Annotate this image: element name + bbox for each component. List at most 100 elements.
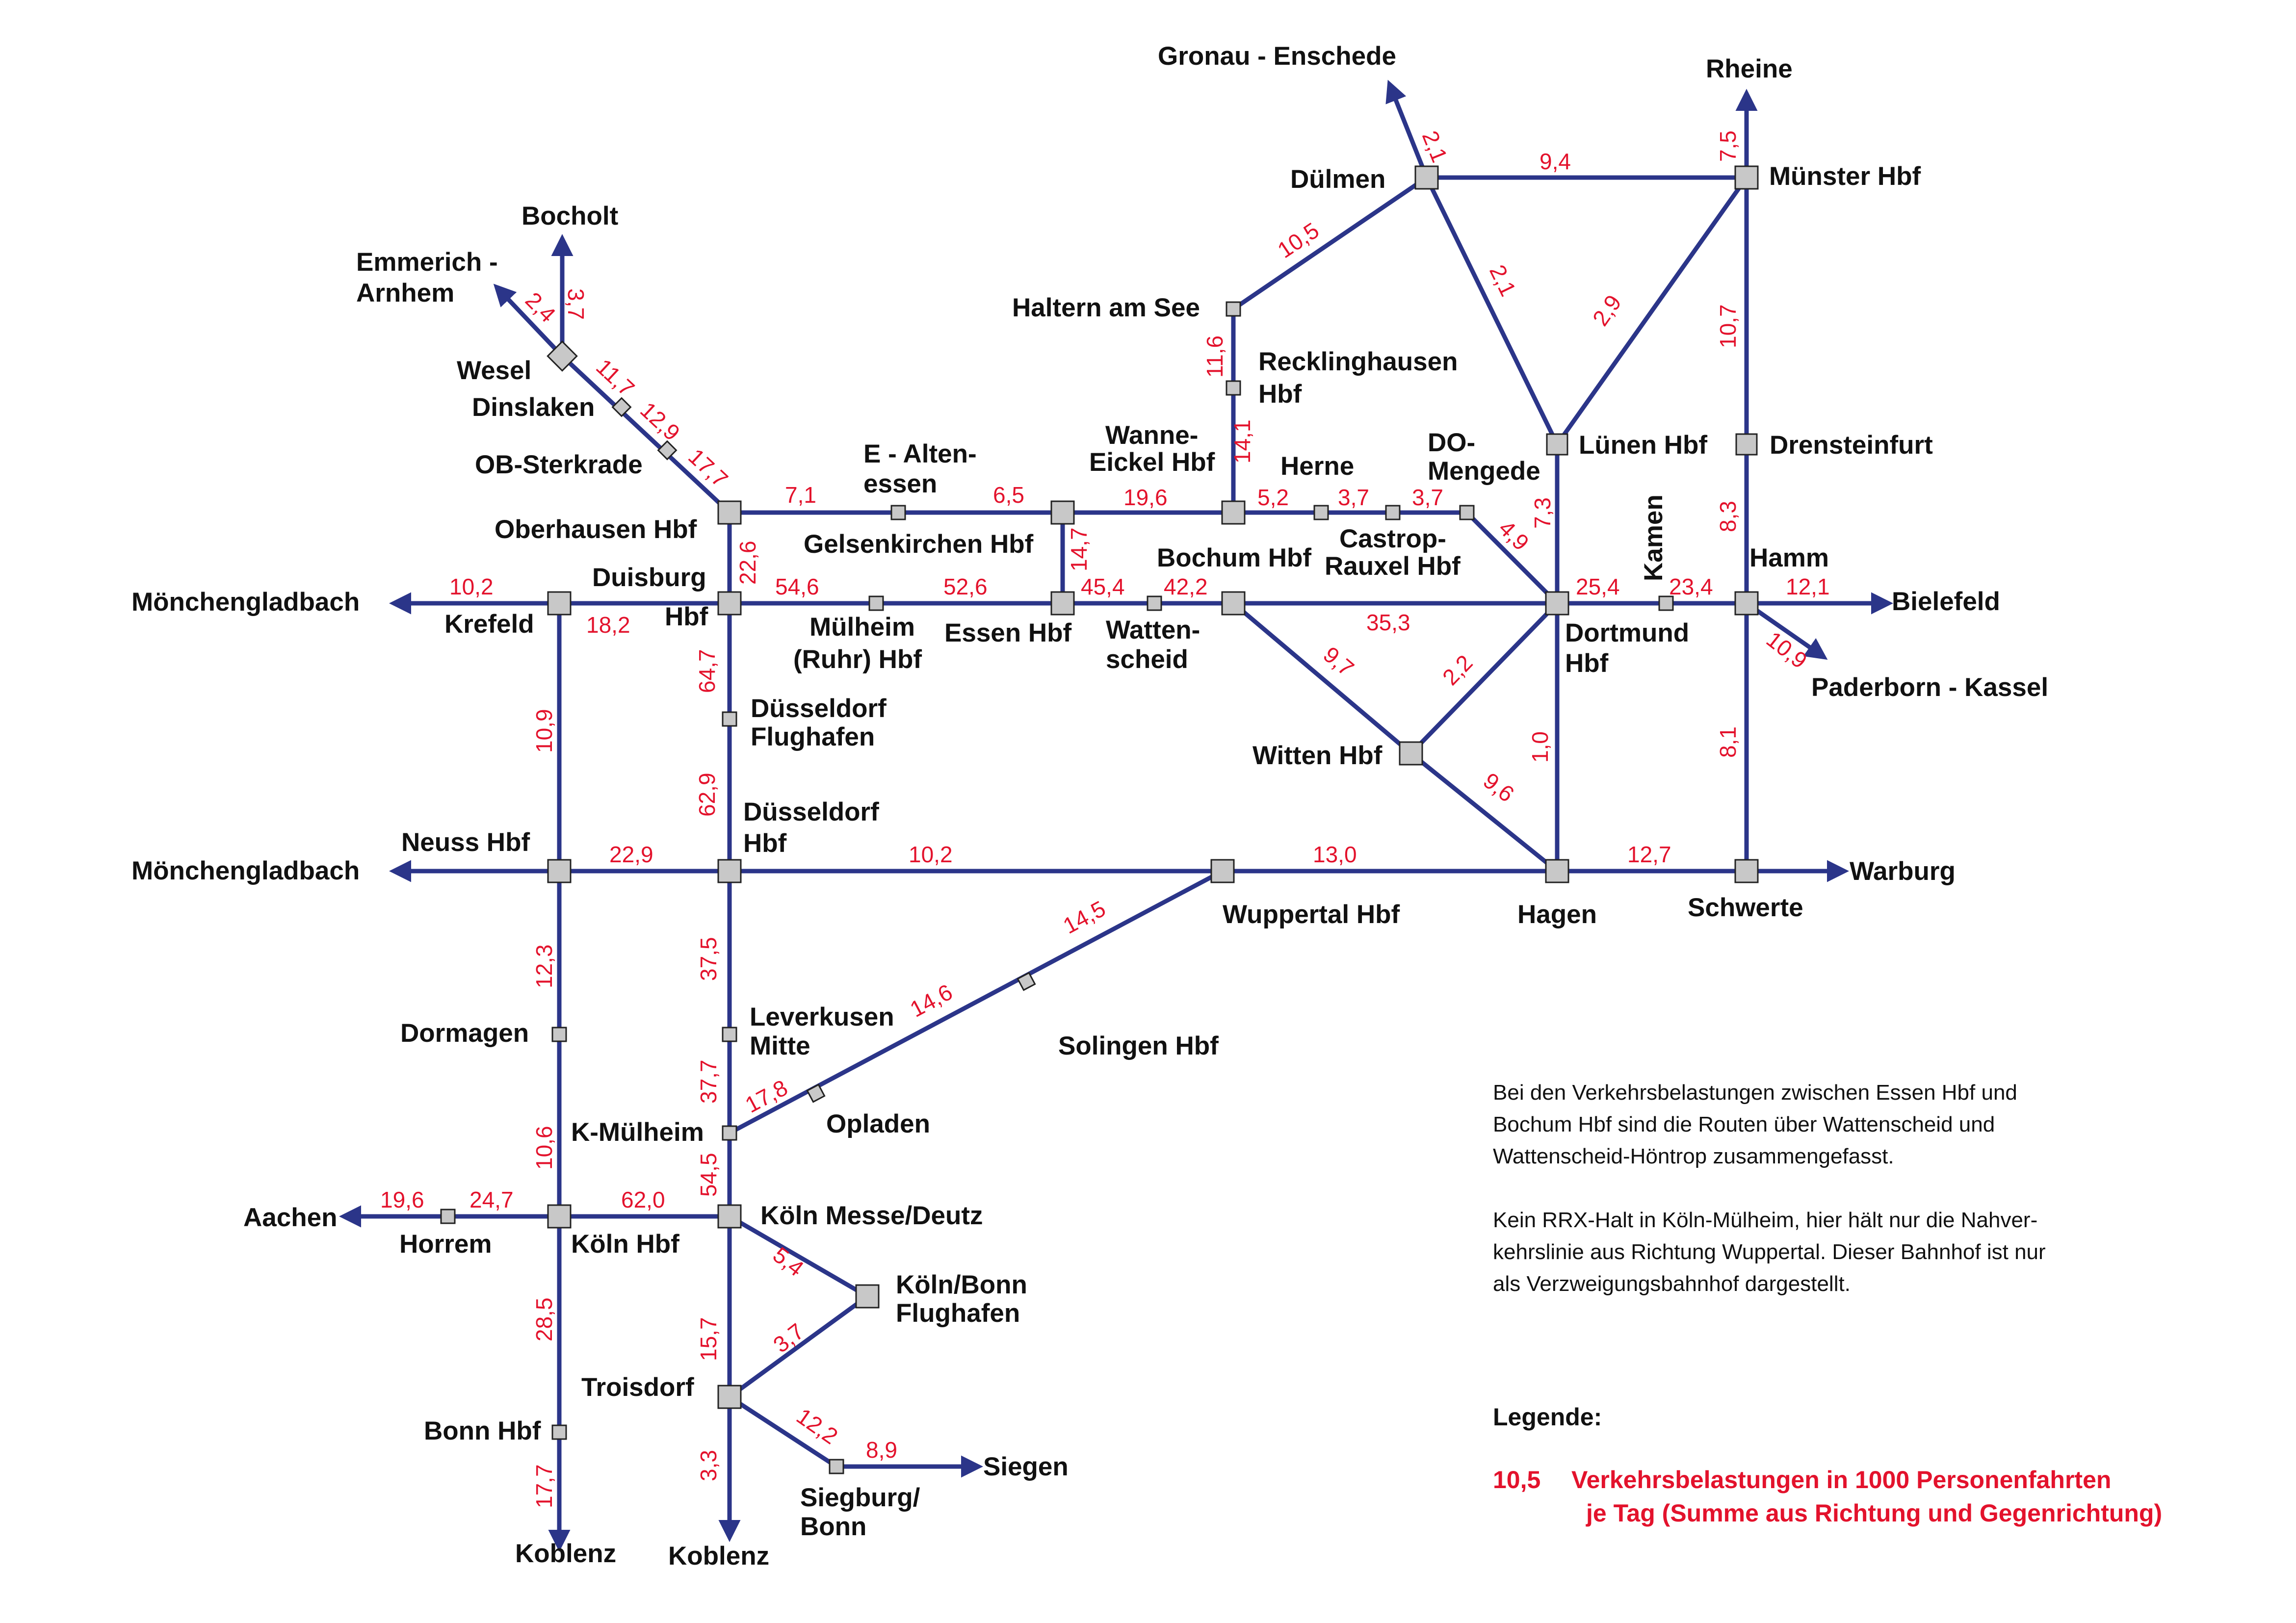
node-schwerte[interactable] [1734, 859, 1759, 883]
label-solingen: Solingen Hbf [1058, 1031, 1219, 1060]
label-leverkusen-2: Mitte [750, 1031, 810, 1060]
note-1-line-3: Wattenscheid-Höntrop zusammengefasst. [1493, 1144, 1894, 1168]
load-flughafen-duesseldorf: 62,9 [694, 773, 720, 817]
node-dortmund[interactable] [1545, 591, 1569, 616]
load-krefeld-neuss: 10,9 [531, 709, 557, 753]
node-haltern[interactable] [1226, 301, 1241, 317]
node-koeln-bonn-flughafen[interactable] [855, 1284, 880, 1309]
load-bochum-witten: 9,7 [1319, 642, 1359, 681]
label-wesel: Wesel [457, 356, 531, 385]
label-drensteinfurt: Drensteinfurt [1770, 431, 1933, 460]
load-messe-flughafen: 5,4 [768, 1242, 809, 1281]
load-duisburg-muelheim: 54,6 [775, 574, 819, 599]
load-sterkrade-oberhausen: 17,7 [683, 443, 733, 492]
label-ob-sterkrade: OB-Sterkrade [475, 450, 643, 479]
note-essen-bochum: Bei den Verkehrsbelastungen zwischen Ess… [1493, 1077, 2017, 1172]
node-k-muelheim[interactable] [722, 1125, 737, 1141]
node-wuppertal[interactable] [1210, 859, 1235, 883]
line-bochum-witten [1232, 601, 1412, 755]
node-wattenscheid[interactable] [1147, 595, 1162, 611]
node-bochum[interactable] [1221, 591, 1246, 616]
node-troisdorf[interactable] [717, 1385, 742, 1409]
node-krefeld[interactable] [547, 591, 572, 616]
node-wanne-eickel[interactable] [1221, 500, 1246, 525]
label-bochum: Bochum Hbf [1157, 543, 1311, 572]
load-koeln-bonn: 28,5 [531, 1297, 557, 1341]
label-muelheim-1: Mülheim [809, 613, 915, 642]
label-herne: Herne [1280, 452, 1354, 481]
node-drensteinfurt[interactable] [1735, 433, 1758, 456]
note-2-line-3: als Verzweigungsbahnhof dargestellt. [1493, 1272, 1851, 1296]
node-hamm[interactable] [1734, 591, 1759, 616]
line-haltern-duelmen [1232, 176, 1428, 311]
node-koeln[interactable] [547, 1204, 572, 1229]
node-duesseldorf[interactable] [717, 859, 742, 883]
node-leverkusen[interactable] [722, 1027, 737, 1042]
label-essen: Essen Hbf [944, 618, 1072, 647]
node-essen[interactable] [1050, 591, 1075, 616]
load-witten-hagen: 9,6 [1479, 768, 1519, 807]
note-koeln-muelheim: Kein RRX-Halt in Köln-Mülheim, hier hält… [1493, 1204, 2046, 1300]
line-duelmen-gronau [1385, 79, 1429, 179]
label-recklinghausen-1: Recklinghausen [1258, 347, 1458, 376]
node-dormagen[interactable] [551, 1027, 567, 1042]
node-bonn[interactable] [551, 1424, 567, 1440]
label-duisburg-2: Hbf [665, 602, 708, 631]
load-hamm-schwerte: 8,1 [1715, 726, 1741, 758]
load-muelheim-essen: 52,6 [943, 574, 988, 599]
load-essen-wattenscheid: 45,4 [1081, 574, 1125, 599]
node-duesseldorf-flughafen[interactable] [722, 711, 737, 727]
label-troisdorf: Troisdorf [581, 1373, 694, 1402]
node-duisburg[interactable] [717, 591, 742, 616]
node-herne[interactable] [1313, 505, 1329, 520]
station-labels: Gronau - Enschede Rheine Dülmen Münster … [131, 42, 2048, 1571]
node-gelsenkirchen[interactable] [1050, 500, 1075, 525]
load-bochum-dortmund: 35,3 [1366, 610, 1410, 635]
load-muenster-luenen: 2,9 [1588, 290, 1626, 331]
node-kamen[interactable] [1658, 595, 1674, 611]
load-castrop-mengede: 3,7 [1412, 485, 1443, 510]
node-horrem[interactable] [440, 1209, 456, 1224]
node-muenster[interactable] [1734, 165, 1759, 190]
load-wattenscheid-bochum: 42,2 [1164, 574, 1208, 599]
node-muelheim[interactable] [868, 595, 884, 611]
node-dinslaken[interactable] [611, 397, 632, 417]
node-e-altenessen[interactable] [890, 505, 906, 520]
node-siegburg[interactable] [829, 1459, 844, 1474]
node-ob-sterkrade[interactable] [657, 440, 678, 461]
node-neuss[interactable] [547, 859, 572, 883]
line-witten-hagen [1409, 751, 1559, 873]
note-2-line-1: Kein RRX-Halt in Köln-Mülheim, hier hält… [1493, 1208, 2038, 1232]
station-nodes [440, 165, 1759, 1474]
label-warburg: Warburg [1850, 857, 1956, 886]
label-castrop-2: Rauxel Hbf [1325, 552, 1461, 581]
label-koeln-messe: Köln Messe/Deutz [760, 1201, 983, 1230]
node-wesel[interactable] [547, 340, 578, 372]
label-oberhausen: Oberhausen Hbf [495, 515, 697, 544]
label-gronau: Gronau - Enschede [1158, 42, 1396, 71]
load-luenen-dortmund: 7,3 [1530, 497, 1555, 529]
node-koeln-messe[interactable] [717, 1204, 742, 1229]
label-wuppertal: Wuppertal Hbf [1223, 900, 1400, 929]
load-wanne-herne: 5,2 [1257, 485, 1289, 510]
load-dortmund-hagen: 1,0 [1527, 731, 1553, 763]
load-gelsenkirchen-essen: 14,7 [1066, 527, 1092, 571]
line-wuppertal-kmuelheim [728, 869, 1224, 1135]
node-witten[interactable] [1399, 741, 1423, 766]
node-hagen[interactable] [1545, 859, 1569, 883]
label-duesseldorf-flughafen-1: Düsseldorf [751, 694, 887, 723]
node-duelmen[interactable] [1414, 165, 1439, 190]
label-neuss: Neuss Hbf [401, 828, 530, 857]
label-bielefeld: Bielefeld [1892, 587, 2000, 616]
node-solingen[interactable] [1017, 972, 1036, 991]
node-do-mengede[interactable] [1459, 505, 1475, 520]
load-hamm-bielefeld: 12,1 [1786, 574, 1830, 599]
node-luenen[interactable] [1546, 433, 1568, 456]
node-castrop-rauxel[interactable] [1385, 505, 1401, 520]
label-moenchengladbach-1: Mönchengladbach [131, 588, 360, 617]
node-opladen[interactable] [806, 1083, 826, 1103]
node-oberhausen[interactable] [717, 500, 742, 525]
line-duelmen-luenen [1424, 177, 1560, 445]
network-lines [339, 79, 1893, 1552]
node-recklinghausen[interactable] [1226, 380, 1241, 396]
